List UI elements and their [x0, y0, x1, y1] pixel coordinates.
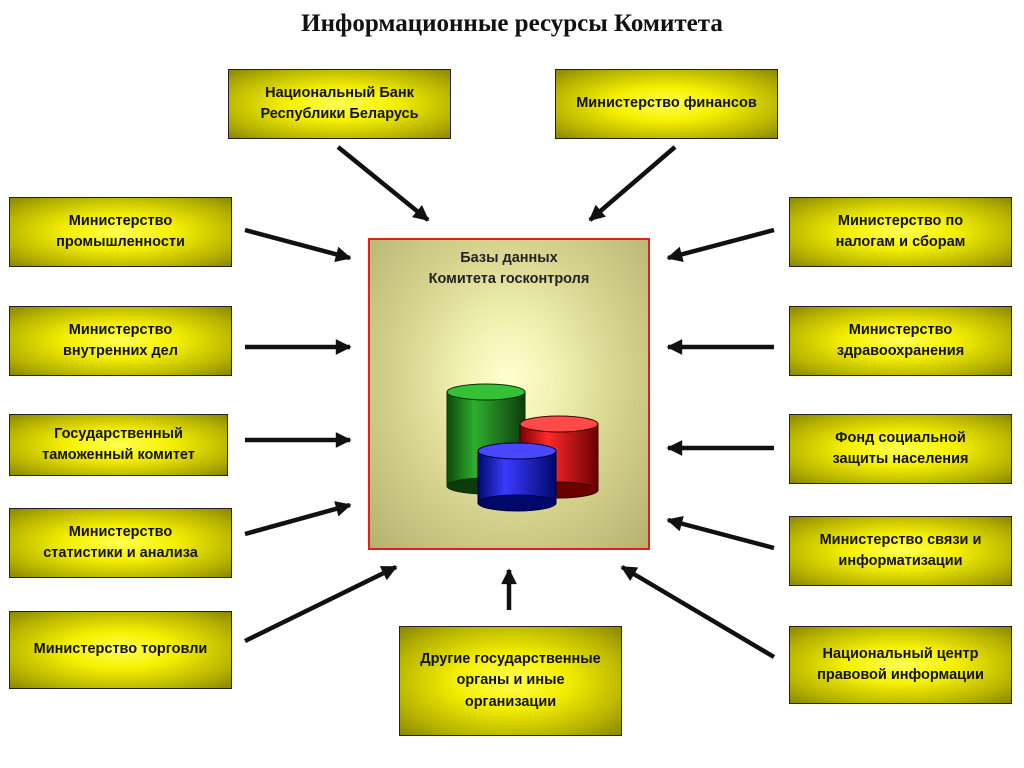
center-line: Комитета госконтроля — [428, 271, 590, 288]
arrow-industry — [244, 227, 352, 262]
arrow-finance — [588, 145, 677, 222]
box-taxes: Министерство по налогам и сборам — [789, 197, 1012, 267]
box-finance: Министерство финансов — [555, 69, 778, 139]
box-line: Другие государственные — [420, 651, 601, 668]
box-line: таможенный комитет — [42, 447, 195, 463]
box-line: органы и иные — [456, 672, 565, 689]
box-line: Национальный центр — [822, 645, 979, 662]
box-line: Министерство по — [837, 212, 964, 229]
center-line: Базы данных — [460, 250, 558, 266]
box-line: Министерство — [68, 212, 173, 229]
box-line: организации — [464, 693, 557, 710]
box-line: информатизации — [838, 553, 963, 569]
box-line: Министерство — [68, 523, 173, 540]
box-line: статистики и анализа — [43, 545, 198, 561]
box-health: Министерство здравоохранения — [789, 306, 1012, 376]
page-title: Информационные ресурсы Комитета — [301, 10, 723, 37]
blue-cylinder-icon — [477, 442, 557, 512]
box-line: правовой информации — [817, 667, 984, 683]
arrow-communications — [666, 516, 775, 551]
box-line: Министерство торговли — [33, 641, 208, 658]
arrow-taxes — [666, 227, 775, 262]
arrow-national-bank — [336, 145, 430, 222]
box-line: здравоохранения — [836, 343, 965, 359]
box-legal-center: Национальный центр правовой информации — [789, 626, 1012, 704]
box-communications: Министерство связи и информатизации — [789, 516, 1012, 586]
database-panel-title: Базы данных Комитета госконтроля — [370, 248, 648, 290]
box-line: Министерство связи и — [819, 531, 982, 548]
box-line: Министерство — [68, 321, 173, 338]
box-internal-affairs: Министерство внутренних дел — [9, 306, 232, 376]
box-other: Другие государственные органы и иные орган… — [399, 626, 622, 736]
box-line: Фонд социальной — [835, 429, 966, 446]
database-cylinders-icon — [446, 383, 599, 512]
box-line: Министерство — [848, 321, 953, 338]
arrow-legal-center — [620, 565, 776, 659]
box-statistics: Министерство статистики и анализа — [9, 508, 232, 578]
box-line: Государственный — [54, 425, 183, 442]
box-trade: Министерство торговли — [9, 611, 232, 689]
database-panel: Базы данных Комитета госконтроля — [368, 238, 650, 550]
arrow-statistics — [244, 501, 352, 537]
box-customs: Государственный таможенный комитет — [9, 414, 228, 476]
box-line: внутренних дел — [63, 343, 178, 359]
box-line: промышленности — [56, 234, 185, 250]
box-industry: Министерство промышленности — [9, 197, 232, 267]
box-line: Национальный Банк — [265, 84, 414, 101]
box-line: налогам и сборам — [835, 234, 966, 250]
box-social-fund: Фонд социальной защиты населения — [789, 414, 1012, 484]
box-line: Республики Беларусь — [260, 106, 419, 122]
box-line: Министерство финансов — [576, 95, 757, 112]
box-line: защиты населения — [832, 451, 969, 467]
arrow-trade — [244, 564, 398, 644]
